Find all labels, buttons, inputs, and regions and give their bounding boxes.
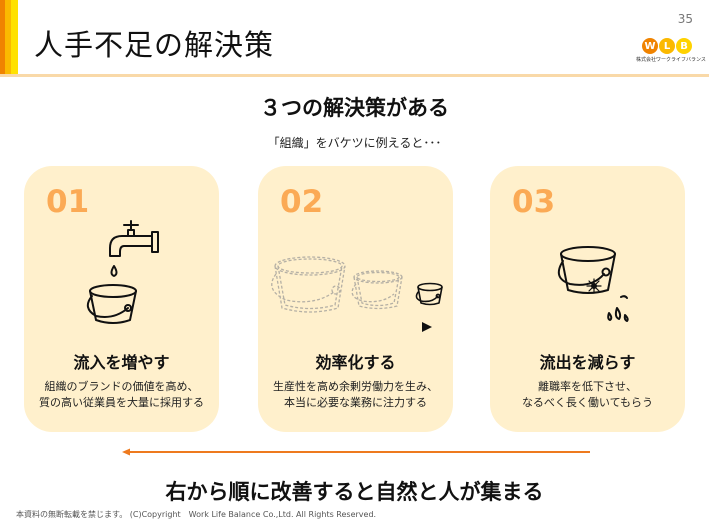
card-number: 02 [280,184,324,220]
company-logo: W L B 株式会社ワークライフバランス [636,38,706,72]
section-subtitle: ３つの解決策がある [260,96,449,120]
faucet-filling-bucket-icon [86,220,159,324]
card-description: 組織のブランドの価値を高め、 質の高い従業員を大量に採用する [24,379,219,411]
header-stripe-yellow [11,0,18,75]
page-number: 35 [677,12,693,26]
leaking-bucket-icon [557,246,629,322]
card-title: 流入を増やす [73,353,170,372]
card-title: 効率化する [315,353,396,372]
card-description-line: 質の高い従業員を大量に採用する [39,396,204,409]
card-title: 流出を減らす [539,353,636,372]
card-number: 03 [512,184,556,220]
solution-card-inflow: 01 流入を増やす 組織のブランドの価値を高め、 質の高い従業員を大量に採用する [24,166,219,432]
copyright-footer: 本資料の無断転載を禁じます。 (C)Copyright Work Life Ba… [16,510,377,519]
card-number: 01 [46,184,90,220]
logo-letter-l: L [659,38,675,54]
header-stripe-orange [0,0,5,75]
logo-letter-w: W [642,38,658,54]
header-divider [0,74,709,77]
lead-text: 「組織」をバケツに例えると･･･ [267,136,442,150]
logo-company-name: 株式会社ワークライフバランス [636,57,706,63]
solution-card-efficiency: 02 [258,166,453,432]
card-description: 生産性を高め余剰労働力を生み、 本当に必要な業務に注力する [258,379,453,411]
shrinking-buckets-arrow-icon [271,256,443,332]
card-description-line: 組織のブランドの価値を高め、 [44,380,199,393]
card-description-line: なるべく長く働いてもらう [521,396,654,409]
logo-letter-b: B [676,38,692,54]
header-stripe-amber [5,0,11,75]
right-to-left-arrow-icon [122,448,590,456]
card-description-line: 生産性を高め余剰労働力を生み、 [273,380,438,393]
solution-card-outflow: 03 流出を減らす 離職率を低下させ、 なるべく長く働いてもらう [490,166,685,432]
card-description-line: 本当に必要な業務に注力する [284,396,427,409]
page-title: 人手不足の解決策 [34,28,275,62]
card-description: 離職率を低下させ、 なるべく長く働いてもらう [490,379,685,411]
conclusion-text: 右から順に改善すると自然と人が集まる [165,480,544,504]
card-description-line: 離職率を低下させ、 [538,380,637,393]
